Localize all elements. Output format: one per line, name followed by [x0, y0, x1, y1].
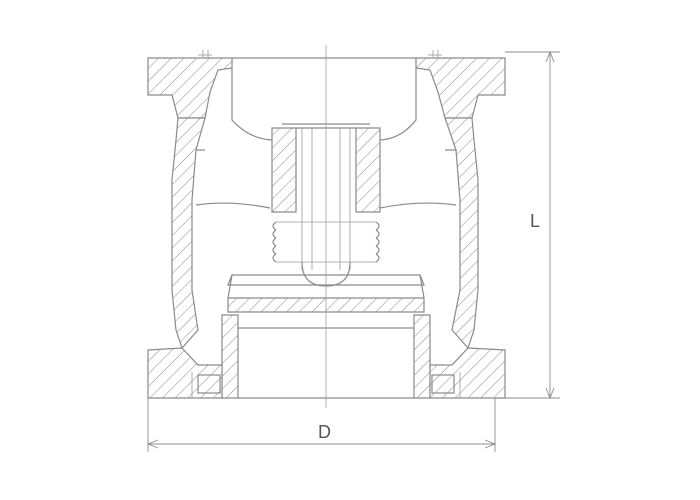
dimension-length-label: L	[530, 211, 540, 231]
dimension-diameter	[146, 398, 497, 452]
dimension-length	[490, 50, 560, 400]
seat	[221, 314, 431, 399]
valve-body	[171, 68, 479, 350]
dimension-diameter-label: D	[318, 422, 331, 442]
bottom-flange	[147, 347, 506, 399]
top-flange	[147, 50, 506, 119]
